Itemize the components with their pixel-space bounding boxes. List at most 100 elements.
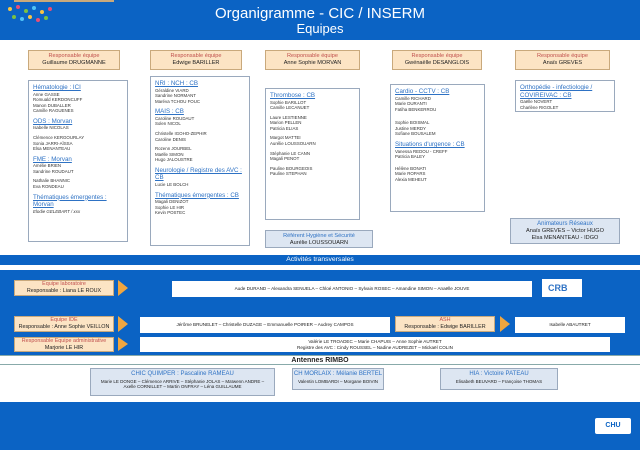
person: Pauline BOURGEOIS [270,165,313,171]
person: Eva RONDEAU [33,184,64,190]
person: Marion PELLEN [270,120,302,126]
person: Alexia MEHEUT [395,176,427,182]
lab-team-box: Equipe laboratoire Responsable : Liana L… [14,280,114,296]
person: Stéphanie LE CANN [270,150,311,156]
admin-members-line: Registre des AVC : Cindy ROUSSEL – Nadin… [297,344,453,350]
antenne-members: Valentin LOMBARDI – Morgane BOIVIN [298,378,378,384]
person: Caroline ROUDAUT [155,115,195,121]
section-title: Cardio - CCTV : CB [395,88,450,95]
admin-members-line: Valérie LE TROADEC – Marie CHAPUIS – Ann… [308,338,442,344]
arrow-icon [118,337,128,351]
person: Marie DURANTI [395,101,427,107]
section-title: Hématologie : ICI [33,84,81,91]
section-title: Orthopédie - infectiologie / COVIREIVAC … [520,84,593,99]
section-title: Thrombose : CB [270,92,316,99]
antenne-title: HIA : Victoire PATEAU [469,371,529,377]
admin-role: Responsable Equipe administrative [21,338,107,344]
person: Sophie LE HIR [155,204,185,210]
animateurs-line: Elsa MENANTEAU - IDGO [531,235,599,241]
person: Charlène RIGOLET [520,104,559,110]
person: Patricia ELIAS [270,125,299,131]
team-head-role: Responsable équipe [170,53,222,59]
transversal-banner: Activités transversales [0,255,640,265]
section-title: MAIS : CB [155,108,184,116]
person: Patricia BALEY [395,154,426,160]
antenne-members: Elisabeth BEUVARD – Françoise THOMAS [455,378,543,384]
person: Gaëlle NOVERT [520,99,553,104]
person: Amélie BRIEN [33,163,62,169]
antenne-morlaix: CH MORLAIX : Mélanie BERTEL Valentin LOM… [292,368,384,390]
team-head-role: Responsable équipe [411,53,463,59]
section-title: Thématiques émergentes : Morvan [33,193,107,209]
person: Camille RAGUENES [33,108,74,114]
chu-logo: CHU [595,418,631,434]
ash-resp: Responsable : Edwige BARILLER [404,323,486,330]
person: Christelle IGOHO-ZEPHIR [155,130,207,136]
person: Sandrine NORMANT [155,93,196,99]
ash-member: Isabelle ABAUTRET [515,317,625,333]
ide-team-box: Equipe IDE Responsable : Anne Sophie VEI… [14,316,114,332]
animateurs-line: Anaïs GREVES – Victor HUGO [526,228,604,234]
person: Hugo JALOUSTRE [155,157,193,163]
ash-team-box: ASH Responsable : Edwige BARILLER [395,316,495,332]
person: Maëlle SIMON [155,151,184,157]
animateurs-role: Animateurs Réseaux [537,221,593,227]
ash-role: ASH [439,317,451,323]
person: Sophie BOISMAL [395,120,430,126]
team-column-3: Thrombose : CB Sophie BARILLOT Camille L… [265,88,360,220]
person: Elsa MENANTEAU [33,146,71,152]
admin-team-box [14,0,114,2]
footer-banner [0,402,640,450]
team-head-role: Responsable équipe [48,53,100,59]
team-column-1: Hématologie : ICI Anne GASSE Romuald KER… [28,80,128,242]
person: Solen NICOL [155,121,181,127]
person: Elodie GELEBART / xxx [33,208,81,214]
hygiene-referent-box: Référent Hygiène et Sécurité Aurélie LOU… [265,230,373,248]
person: Géraldine VIARD [155,87,189,93]
team-head-3: Responsable équipe Anne Sophie MORVAN [265,50,360,70]
person: Pauline STEPHAN [270,171,307,177]
arrow-icon [118,280,128,296]
person: Maréva TCHOU FOUC [155,98,201,104]
section-title: ODS : Morvan [33,117,73,125]
person: Clémence KERGOURLAY [33,134,85,140]
antenne-quimper: CHIC QUIMPER : Pascaline RAMEAU Marie LE… [90,368,275,396]
team-head-2: Responsable équipe Edwige BARILLER [150,50,242,70]
person: Camille LECANUET [270,105,310,111]
person: Fatiha BENKERROU [395,106,437,112]
antenne-members: Marie LE DONGE – Clémence ARRIVE – Stéph… [100,378,265,384]
person: Laure LESTIENNE [270,114,307,120]
antenne-title: CH MORLAIX : Mélanie BERTEL [293,371,383,377]
person: Sandrine ROUDAUT [33,168,74,174]
admin-resp: Marjorie LE HIR [44,344,84,351]
ide-members: Jérôme BRUNELET – Christelle DUZAGE – Em… [140,317,390,333]
person: Lucie LE BOLCH [155,181,189,187]
arrow-icon [118,316,128,332]
person: Caroline DENIS [155,136,186,142]
team-column-5: Orthopédie - infectiologie / COVIREIVAC … [515,80,615,112]
team-head-4: Responsable équipe Gwénaëlle DESANGLOIS [392,50,482,70]
person: Kevin POSTEC [155,210,186,216]
team-head-name: Edwige BARILLER [172,60,220,66]
team-head-1: Responsable équipe Guillaume DRUGMANNE [28,50,120,70]
person: Romuald KERDONCUFF [33,97,83,103]
team-head-name: Gwénaëlle DESANGLOIS [404,60,470,66]
person: Sophie BARILLOT [270,99,307,105]
team-head-name: Guillaume DRUGMANNE [42,60,106,66]
team-column-4: Cardio - CCTV : CB Camille RICHARD Marie… [390,84,485,212]
antenne-members: Axelle CORNILLET – Martin ONFRAY – Léna … [123,384,242,390]
admin-members: Valérie LE TROADEC – Marie CHAPUIS – Ann… [140,337,610,352]
section-title: Situations d'urgence : CB [395,141,465,149]
person: Magali DENIZOT [155,199,189,205]
section-title: NRI : NCH : CB [155,80,198,87]
hygiene-name: Aurélie LOUSSOUARN [289,240,349,246]
antenne-hia: HIA : Victoire PATEAU Elisabeth BEUVARD … [440,368,558,390]
team-column-2: NRI : NCH : CB Géraldine VIARD Sandrine … [150,76,250,246]
page-title: Organigramme - CIC / INSERM [214,5,426,22]
person: Manon DUBALLER [33,102,71,108]
ide-role: Equipe IDE [50,317,78,323]
person: Anne GASSE [33,91,60,97]
section-title: Thématiques émergentes : CB [155,191,239,199]
person: Aurélie LOUSSOUARN [270,141,316,147]
antenne-title: CHIC QUIMPER : Pascaline RAMEAU [131,371,234,377]
